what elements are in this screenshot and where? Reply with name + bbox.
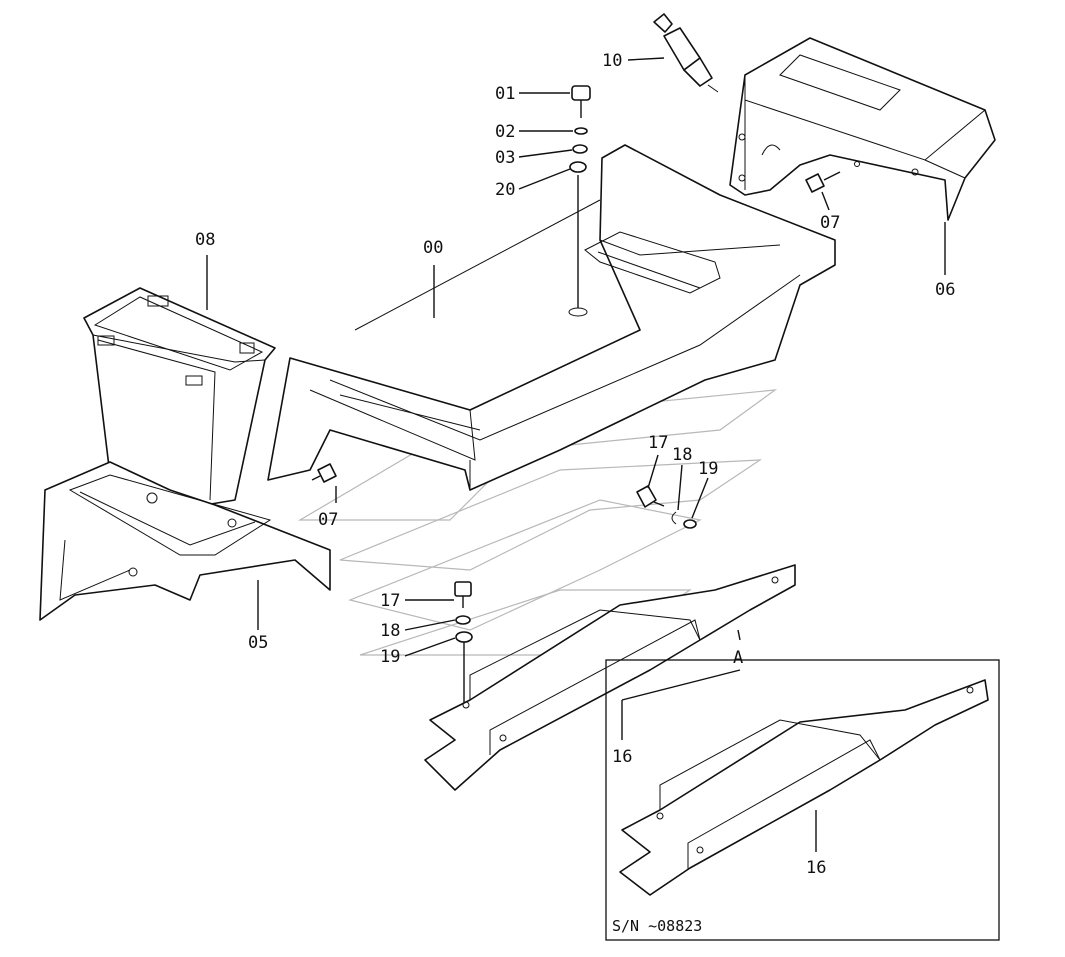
part-07-screw-right	[805, 171, 841, 193]
label-16-main: 16	[612, 747, 632, 767]
label-19-right: 19	[698, 459, 718, 479]
label-19-left: 19	[380, 647, 400, 667]
label-10: 10	[602, 51, 622, 71]
label-06: 06	[935, 280, 955, 300]
label-17-right: 17	[648, 433, 668, 453]
label-07-right: 07	[820, 213, 840, 233]
part-bolt-stack	[569, 85, 591, 308]
part-17-18-19-right	[636, 485, 697, 529]
label-03: 03	[495, 148, 515, 168]
part-05-front-cover	[39, 461, 331, 621]
label-17-left: 17	[380, 591, 400, 611]
inset-caption: S/N ~08823	[612, 917, 702, 935]
part-10-lighter	[653, 13, 719, 93]
label-07-left: 07	[318, 510, 338, 530]
part-07-screw-left	[311, 463, 337, 483]
label-02: 02	[495, 122, 515, 142]
label-20: 20	[495, 180, 515, 200]
part-00-console-tray	[267, 144, 836, 491]
part-08-storage-box	[83, 287, 276, 506]
part-16-bracket	[424, 564, 796, 791]
label-18-right: 18	[672, 445, 692, 465]
label-05: 05	[248, 633, 268, 653]
part-17-18-19-left	[454, 581, 473, 705]
label-00: 00	[423, 238, 443, 258]
label-A: A	[733, 648, 743, 668]
inset-box	[605, 659, 1000, 941]
leader-lines	[206, 57, 946, 852]
label-08: 08	[195, 230, 215, 250]
label-16-inset: 16	[806, 858, 826, 878]
part-06-rear-cover	[729, 37, 996, 221]
label-18-left: 18	[380, 621, 400, 641]
callout-labels: 01 02 03 20 10 00 08 06 07 07 05 17 18 1…	[195, 51, 955, 935]
label-01: 01	[495, 84, 515, 104]
